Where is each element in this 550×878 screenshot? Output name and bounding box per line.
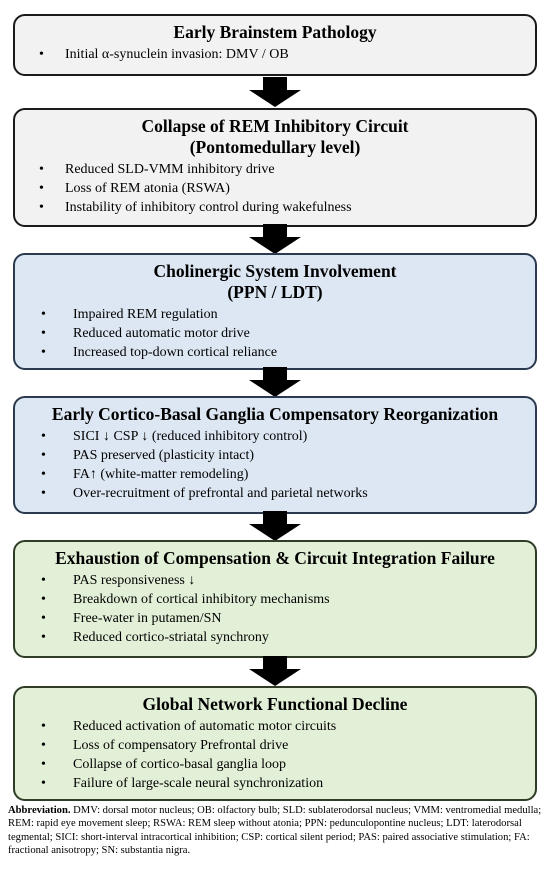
stage-item: Instability of inhibitory control during… [25, 198, 525, 217]
stage-title: Collapse of REM Inhibitory Circuit (Pont… [25, 116, 525, 158]
stage-title: Exhaustion of Compensation & Circuit Int… [25, 548, 525, 569]
stage-box-cholinergic-system-involvement: Cholinergic System Involvement (PPN / LD… [13, 253, 537, 370]
stage-item: Loss of compensatory Prefrontal drive [25, 736, 525, 755]
stage-title-line: Early Brainstem Pathology [173, 22, 377, 42]
stage-box-collapse-rem-inhibitory-circuit: Collapse of REM Inhibitory Circuit (Pont… [13, 108, 537, 227]
stage-box-compensatory-reorganization: Early Cortico-Basal Ganglia Compensatory… [13, 396, 537, 514]
stage-box-exhaustion-of-compensation: Exhaustion of Compensation & Circuit Int… [13, 540, 537, 658]
stage-item: Reduced automatic motor drive [25, 324, 525, 343]
stage-item: Reduced SLD-VMM inhibitory drive [25, 160, 525, 179]
stage-box-early-brainstem-pathology: Early Brainstem Pathology Initial α-synu… [13, 14, 537, 76]
stage-item: PAS responsiveness ↓ [25, 571, 525, 590]
down-arrow-icon [249, 656, 301, 686]
stage-item: Impaired REM regulation [25, 305, 525, 324]
down-arrow-icon [249, 77, 301, 107]
stage-item-list: Reduced activation of automatic motor ci… [25, 717, 525, 793]
stage-title: Early Cortico-Basal Ganglia Compensatory… [25, 404, 525, 425]
stage-title: Cholinergic System Involvement (PPN / LD… [25, 261, 525, 303]
stage-item: Failure of large-scale neural synchroniz… [25, 774, 525, 793]
stage-title-line: (PPN / LDT) [227, 282, 323, 302]
stage-item-list: PAS responsiveness ↓ Breakdown of cortic… [25, 571, 525, 647]
stage-item-list: SICI ↓ CSP ↓ (reduced inhibitory control… [25, 427, 525, 503]
stage-title-line: (Pontomedullary level) [189, 137, 361, 157]
down-arrow-icon [249, 511, 301, 541]
abbreviation-text: DMV: dorsal motor nucleus; OB: olfactory… [8, 805, 542, 857]
abbreviation-label: Abbreviation. [8, 805, 71, 816]
stage-item: Free-water in putamen/SN [25, 609, 525, 628]
stage-title-line: Cholinergic System Involvement [153, 261, 397, 281]
stage-item: Reduced activation of automatic motor ci… [25, 717, 525, 736]
stage-item: Loss of REM atonia (RSWA) [25, 179, 525, 198]
stage-item: PAS preserved (plasticity intact) [25, 446, 525, 465]
stage-title-line: Exhaustion of Compensation & Circuit Int… [55, 548, 495, 568]
stage-title-line: Early Cortico-Basal Ganglia Compensatory… [51, 404, 499, 424]
stage-box-global-network-decline: Global Network Functional Decline Reduce… [13, 686, 537, 801]
down-arrow-icon [249, 224, 301, 254]
stage-item: Initial α-synuclein invasion: DMV / OB [25, 45, 525, 64]
stage-item: SICI ↓ CSP ↓ (reduced inhibitory control… [25, 427, 525, 446]
stage-item-list: Initial α-synuclein invasion: DMV / OB [25, 45, 525, 64]
stage-item: Over-recruitment of prefrontal and parie… [25, 484, 525, 503]
stage-item: Increased top-down cortical reliance [25, 343, 525, 362]
stage-title-line: Global Network Functional Decline [142, 694, 408, 714]
stage-item: Reduced cortico-striatal synchrony [25, 628, 525, 647]
stage-item-list: Impaired REM regulation Reduced automati… [25, 305, 525, 362]
stage-item: FA↑ (white-matter remodeling) [25, 465, 525, 484]
stage-item: Collapse of cortico-basal ganglia loop [25, 755, 525, 774]
abbreviation-footnote: Abbreviation. DMV: dorsal motor nucleus;… [8, 804, 544, 858]
stage-item-list: Reduced SLD-VMM inhibitory drive Loss of… [25, 160, 525, 217]
stage-title: Early Brainstem Pathology [25, 22, 525, 43]
stage-item: Breakdown of cortical inhibitory mechani… [25, 590, 525, 609]
stage-title-line: Collapse of REM Inhibitory Circuit [141, 116, 409, 136]
down-arrow-icon [249, 367, 301, 397]
stage-title: Global Network Functional Decline [25, 694, 525, 715]
